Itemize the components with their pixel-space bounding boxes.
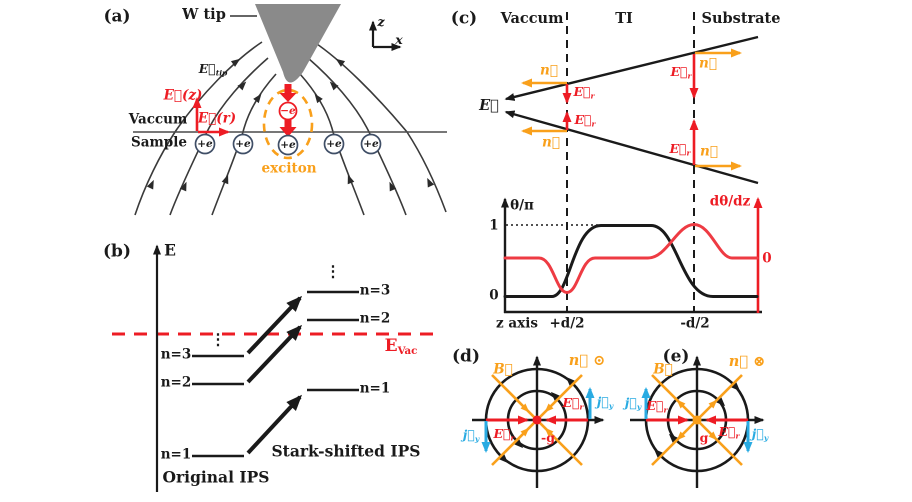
plus-e-label: +e <box>326 137 342 150</box>
er-label-top-right: E⃗r <box>670 64 692 81</box>
plus-e-circles <box>194 133 382 156</box>
panel-b-label: (b) <box>103 241 131 262</box>
dtheta-dz-axis-label: dθ/dz <box>709 193 751 210</box>
panel-c-label: (c) <box>450 8 478 29</box>
g-label-e: g <box>699 429 709 445</box>
ytick-right-0: 0 <box>762 250 772 267</box>
level-right-n2: n=2 <box>359 310 391 327</box>
original-ips-label: Original IPS <box>162 467 270 487</box>
panel-a-axes <box>369 20 402 51</box>
er-label-top-left: E⃗r <box>573 84 595 101</box>
panel-e-jy-arrows <box>641 387 753 453</box>
region-substrate-label: Substrate <box>701 9 781 27</box>
er-label-e-right: E⃗r <box>718 424 740 441</box>
evac-label: EVac <box>384 335 418 357</box>
ytick-0: 0 <box>489 287 499 304</box>
region-vacuum-label: Vaccum <box>500 9 564 27</box>
panel-a-field-line-arrowheads <box>146 58 435 192</box>
minus-e-circle <box>278 101 298 121</box>
exciton-ellipse <box>262 88 314 160</box>
e-z-label: E⃗(z) <box>163 87 203 104</box>
axis-x-label: x <box>395 31 403 47</box>
ytick-1: 1 <box>489 217 499 234</box>
n-out-of-page-label: n⃗ ⊙ <box>568 351 606 369</box>
e-field-component-arrows <box>192 97 230 137</box>
level-right-n1: n=1 <box>359 380 391 397</box>
jy-label-d-right: j⃗y <box>596 394 614 411</box>
panel-d-jy-arrows <box>481 387 595 453</box>
b-field-label-e: B⃗ <box>653 361 673 378</box>
region-ti-label: TI <box>615 9 633 27</box>
w-tip-label: W tip <box>182 5 226 23</box>
n-vec-label-bottom-left: n⃗ <box>542 134 560 151</box>
sample-label: Sample <box>131 134 187 151</box>
xtick-minus-d2: -d/2 <box>680 315 710 332</box>
plus-e-label: +e <box>235 137 251 150</box>
ips-levels-left <box>192 354 244 458</box>
panel-d-b-field-arrowheads <box>520 403 554 437</box>
dots-right: ⋮ <box>325 261 341 281</box>
er-label-e-left: E⃗r <box>646 398 668 415</box>
panel-d-center-dot <box>532 415 542 425</box>
level-left-n1: n=1 <box>160 446 192 463</box>
level-right-n3: n=3 <box>359 282 391 299</box>
jy-label-e-right: j⃗y <box>751 426 769 443</box>
normal-vector-arrows <box>521 48 742 171</box>
panel-e-circulation-arrowheads <box>653 381 741 459</box>
theta-curve <box>503 224 759 298</box>
stark-ips-label: Stark-shifted IPS <box>271 441 421 461</box>
er-label-bottom-left: E⃗r <box>574 112 596 129</box>
energy-axis-label: E <box>164 240 176 260</box>
plus-e-label: +e <box>197 137 213 150</box>
plus-e-label: +e <box>363 137 379 150</box>
g-label-d: -g <box>541 429 555 445</box>
vacuum-label: Vaccum <box>128 111 188 128</box>
dtheta-dz-curve <box>503 222 759 295</box>
z-axis-label: z axis <box>496 315 538 332</box>
level-left-n3: n=3 <box>160 346 192 363</box>
e-r-label: E⃗(r) <box>197 110 237 127</box>
tungsten-tip <box>255 4 341 83</box>
n-vec-label-top-left: n⃗ <box>540 62 558 79</box>
level-left-n2: n=2 <box>160 374 192 391</box>
e-field-label: E⃗ <box>479 96 499 114</box>
plus-e-label: +e <box>280 138 296 151</box>
er-label-bottom-right: E⃗r <box>669 141 691 158</box>
ips-levels-right <box>307 290 359 392</box>
er-component-arrows <box>562 54 699 165</box>
n-vec-label-bottom-right: n⃗ <box>700 143 718 160</box>
minus-e-label: −e <box>280 104 296 117</box>
panel-d-circulation-arrowheads <box>498 376 576 464</box>
theta-pi-axis-label: θ/π <box>510 197 534 214</box>
exciton-dipole-arrows <box>279 84 297 137</box>
jy-label-e-left: j⃗y <box>624 395 642 412</box>
panel-e-b-field-arrowheads <box>676 399 718 441</box>
panel-d-label: (d) <box>452 346 480 367</box>
n-vec-label-top-right: n⃗ <box>699 55 717 72</box>
e-tip-label: E⃗tip <box>198 61 228 78</box>
axis-z-label: z <box>377 13 385 29</box>
er-label-d-right: E⃗r <box>562 395 584 412</box>
panel-e-label: (e) <box>662 346 690 367</box>
e-field-rays <box>504 35 759 185</box>
panel-e-center-dot <box>692 415 702 425</box>
b-field-label-d: B⃗ <box>493 361 513 378</box>
panel-a-label: (a) <box>103 6 131 27</box>
xtick-plus-d2: +d/2 <box>549 315 585 332</box>
dots-left: ⋮ <box>210 329 226 349</box>
stark-shift-arrows <box>246 295 303 455</box>
er-label-d-left: E⃗r <box>493 426 515 443</box>
exciton-label: exciton <box>261 160 317 177</box>
n-into-page-label: n⃗ ⊗ <box>728 352 766 370</box>
jy-label-d-left: j⃗y <box>462 427 480 444</box>
